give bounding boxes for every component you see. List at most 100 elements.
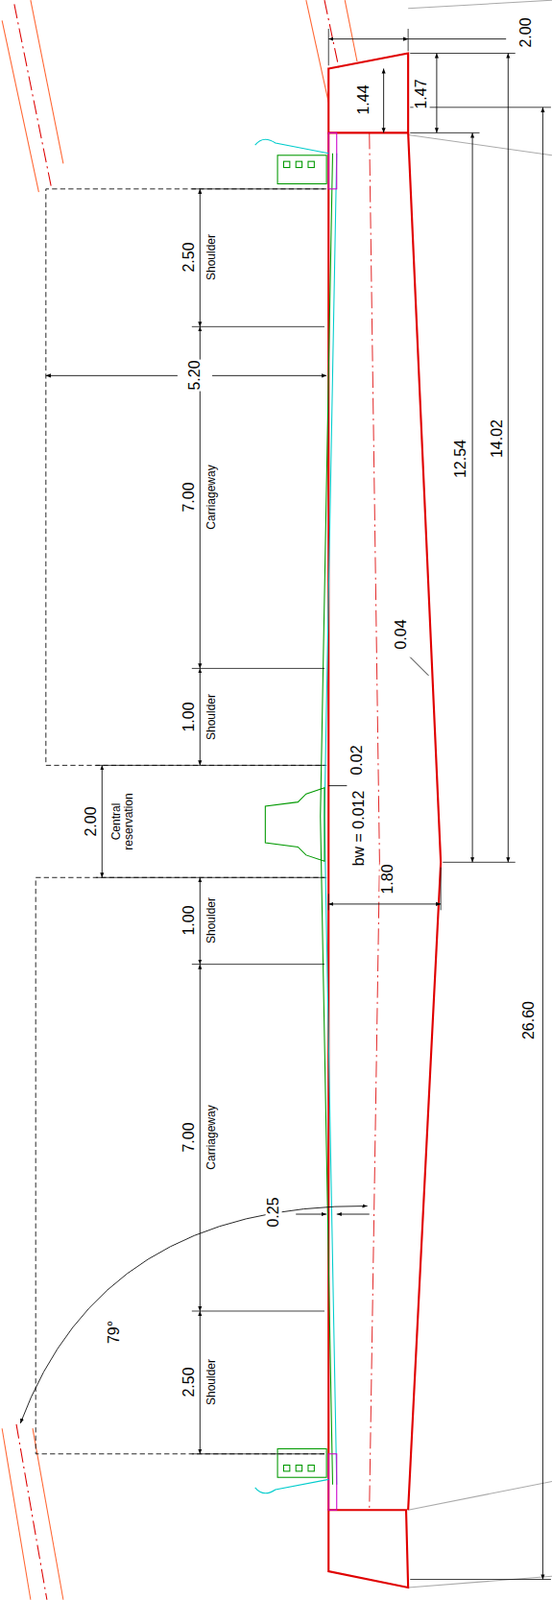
angle-arc <box>20 1205 367 1423</box>
parapet-post <box>295 1464 302 1471</box>
edge-beam <box>328 132 337 189</box>
leader-line <box>328 785 347 787</box>
dimension-value: 1.00 <box>180 701 197 734</box>
extension-line <box>192 1453 325 1455</box>
dimension-line <box>408 38 506 40</box>
dimension-line <box>199 189 201 327</box>
extension-line <box>192 1310 325 1312</box>
dimension-line <box>542 107 544 1581</box>
dimension-value: 26.60 <box>520 1000 537 1041</box>
dimension-value: 7.00 <box>180 1121 197 1153</box>
girder-axis <box>369 132 381 1511</box>
dimension-value: 0.25 <box>264 1196 282 1228</box>
dimension-value: 2.50 <box>180 240 197 273</box>
dimension-line <box>199 668 201 766</box>
grid-line <box>408 1481 552 1511</box>
dimension-value: 2.00 <box>82 805 99 838</box>
dimension-line <box>328 38 408 40</box>
dimension-line <box>199 1311 201 1455</box>
pier-face <box>344 0 358 62</box>
dimension-value: 1.00 <box>180 904 197 936</box>
pier-cap <box>328 1510 408 1588</box>
pier-axis <box>324 0 339 68</box>
dimension-line <box>295 1214 327 1216</box>
girder-note: bw = 0.012 <box>351 790 368 868</box>
extension-line <box>409 106 552 108</box>
extension-lines <box>96 28 552 1581</box>
dimension-line <box>101 765 103 878</box>
girder-soffit <box>408 132 441 1511</box>
parapet-post <box>283 1464 289 1471</box>
extension-line <box>96 877 325 879</box>
pier-axis <box>14 3 51 186</box>
parapet-rail <box>255 1479 330 1493</box>
extension-line <box>192 963 325 965</box>
parapet-post <box>283 161 289 168</box>
parapet-post <box>308 161 314 168</box>
median-barrier <box>264 788 325 863</box>
parapet <box>255 139 330 1494</box>
dimension-line <box>328 903 441 905</box>
surface-line <box>320 153 334 1486</box>
parapet-rail <box>255 139 330 153</box>
dimension-value: 14.02 <box>488 418 505 459</box>
dimension-value: 1.47 <box>413 77 431 110</box>
extension-line <box>408 28 409 51</box>
parapet-post <box>308 1464 314 1471</box>
extension-line <box>442 862 515 864</box>
dimension-value: 2.00 <box>518 16 535 48</box>
dimension-value: 0.02 <box>349 744 366 776</box>
parapet-post <box>295 161 302 168</box>
pier-axis <box>16 1424 48 1600</box>
dimension-value: 2.50 <box>180 1367 197 1399</box>
dimension-line <box>199 964 201 1312</box>
leader-line <box>409 657 429 676</box>
extension-line <box>409 132 480 134</box>
dimension-value: 12.54 <box>453 438 470 480</box>
clearance-box <box>46 189 327 767</box>
pier-face <box>1 20 39 192</box>
dimension-line <box>383 68 384 133</box>
dimension-value: 0.04 <box>392 619 409 651</box>
lane-label: Shoulder <box>205 233 218 282</box>
pier-face <box>306 0 329 102</box>
clearance-envelope <box>35 189 327 1455</box>
clearance-box <box>35 877 327 1455</box>
pier-face <box>30 0 64 164</box>
dimension-line <box>472 132 474 863</box>
extension-line <box>192 188 325 190</box>
dimension-line <box>336 1214 370 1216</box>
dimension-line <box>199 877 201 964</box>
dimension-value: 1.80 <box>379 864 396 896</box>
angle-value: 79° <box>106 1320 123 1345</box>
dimension-line <box>507 52 509 863</box>
dimension-line <box>212 375 327 377</box>
parapet-post <box>277 155 327 185</box>
extension-line <box>409 1579 552 1581</box>
parapet-post <box>277 1448 327 1478</box>
lane-label: Shoulder <box>205 693 218 742</box>
pier-cap <box>328 52 408 133</box>
extension-line <box>409 52 515 54</box>
lane-label: Carriageway <box>205 1104 218 1171</box>
extension-line <box>328 893 330 911</box>
extension-line <box>328 28 330 66</box>
lane-label: Shoulder <box>205 896 218 945</box>
deck-surfacing <box>320 132 337 1511</box>
dimension-value: 1.44 <box>356 84 373 117</box>
dimension-lines <box>20 39 543 1581</box>
box-girder <box>328 52 441 1588</box>
edge-beam <box>328 1454 337 1511</box>
dimension-line <box>46 375 178 377</box>
lane-label: Central reservation <box>110 785 135 859</box>
extension-line <box>192 326 325 328</box>
lane-label: Shoulder <box>205 1358 218 1407</box>
grid-line <box>408 0 552 9</box>
extension-line <box>96 765 325 767</box>
dimension-value: 5.20 <box>187 360 204 392</box>
dimension-value: 7.00 <box>180 480 197 513</box>
